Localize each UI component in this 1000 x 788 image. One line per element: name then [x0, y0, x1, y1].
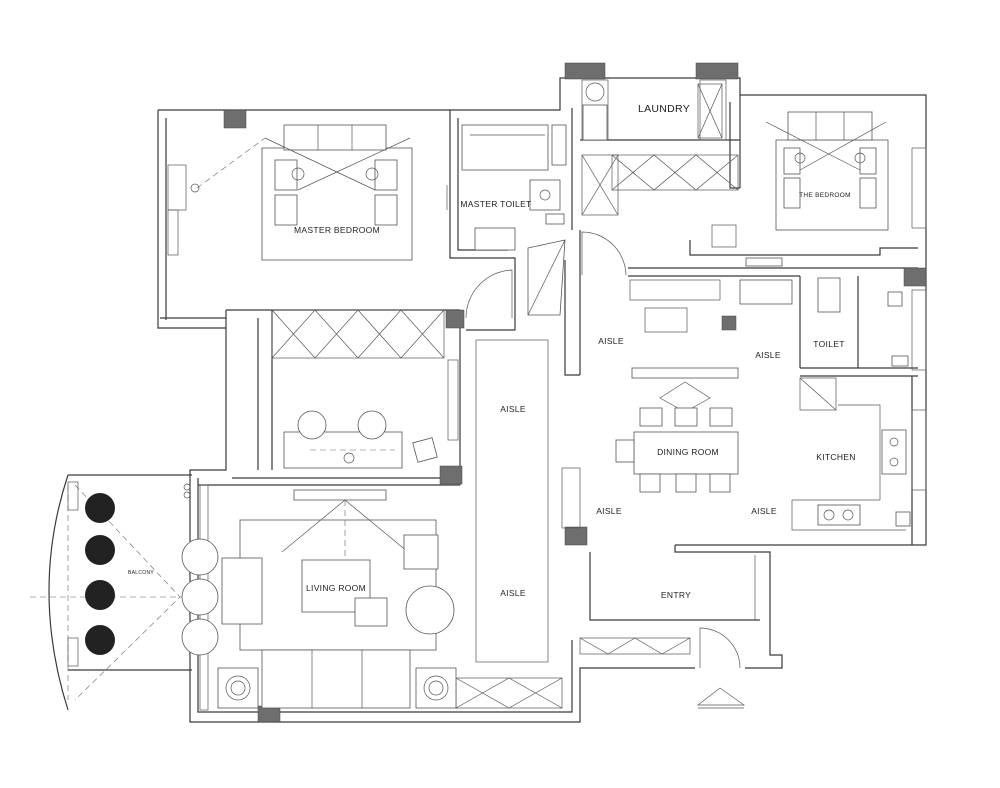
- room-labels: LAUNDRY MASTER BEDROOM MASTER TOILET THE…: [128, 103, 855, 600]
- label-balcony: BALCONY: [128, 570, 154, 576]
- cabinets: [271, 154, 837, 709]
- label-master-toilet: MASTER TOILET: [460, 199, 531, 209]
- label-aisle-mid-lower: AISLE: [751, 506, 777, 516]
- label-aisle-left-upper: AISLE: [598, 336, 624, 346]
- dining-furniture: [561, 367, 739, 529]
- door-swings: [465, 231, 627, 319]
- entry-fixtures: [696, 627, 746, 709]
- label-living-room: LIVING ROOM: [306, 583, 366, 593]
- label-master-bedroom: MASTER BEDROOM: [294, 225, 380, 235]
- master-toilet-fixtures: [446, 124, 567, 251]
- label-dining-room: DINING ROOM: [657, 447, 719, 457]
- toilet-fixtures: [629, 257, 909, 367]
- bedroom-furniture: [711, 111, 889, 248]
- pillars: [223, 62, 927, 723]
- living-room-furniture: [181, 489, 457, 709]
- label-aisle-mid-upper: AISLE: [755, 350, 781, 360]
- master-bedroom-furniture: [167, 124, 413, 261]
- label-laundry: LAUNDRY: [638, 103, 690, 115]
- label-aisle-corridor-lower: AISLE: [500, 588, 526, 598]
- study-furniture: [283, 359, 459, 469]
- label-toilet: TOILET: [813, 339, 844, 349]
- label-entry: ENTRY: [661, 590, 691, 600]
- label-the-bedroom: THE BEDROOM: [799, 192, 851, 199]
- label-aisle-left-lower: AISLE: [596, 506, 622, 516]
- laundry-fixtures: [582, 82, 723, 141]
- plant-pots: [85, 493, 115, 655]
- kitchen-fixtures: [817, 429, 911, 527]
- balcony: [30, 474, 192, 711]
- label-aisle-corridor-upper: AISLE: [500, 404, 526, 414]
- label-kitchen: KITCHEN: [816, 452, 855, 462]
